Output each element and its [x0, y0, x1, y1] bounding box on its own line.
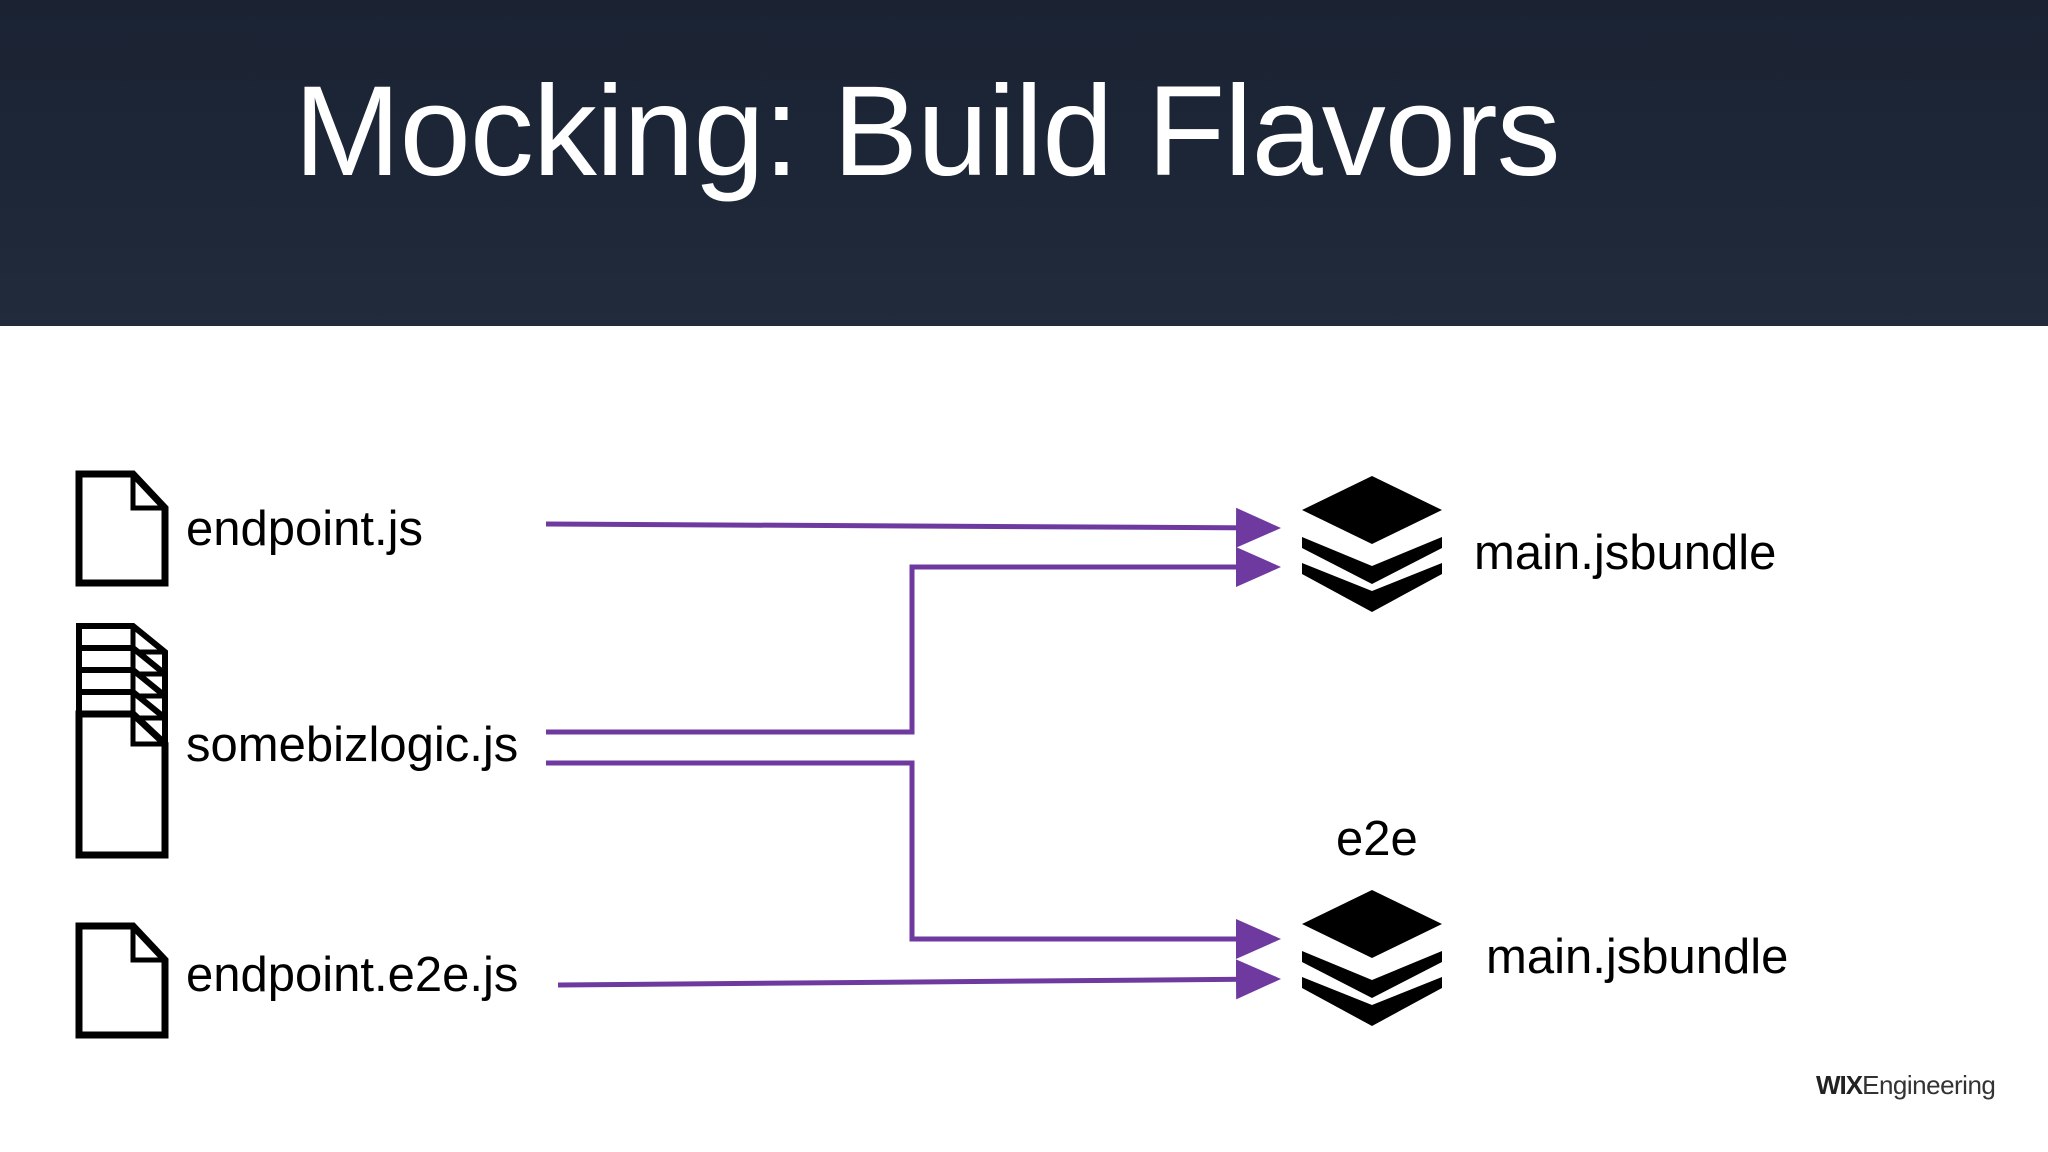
bundle-label-main: main.jsbundle	[1474, 526, 1777, 580]
source-label-endpoint-e2e: endpoint.e2e.js	[186, 948, 519, 1002]
layers-icon	[1302, 476, 1442, 612]
bundle-label-e2e-main: main.jsbundle	[1486, 930, 1789, 984]
file-icon	[75, 922, 169, 1039]
source-label-somebizlogic: somebizlogic.js	[186, 718, 519, 772]
bundle-flavor-label: e2e	[1336, 812, 1418, 866]
arrow-bizlogic-to-e2e-bundle	[546, 760, 1281, 959]
layers-icon	[1302, 890, 1442, 1026]
brand-logo-bold: WIX	[1816, 1070, 1863, 1100]
arrow-bizlogic-to-bundle	[546, 547, 1281, 735]
file-icon	[75, 470, 169, 587]
source-label-endpoint: endpoint.js	[186, 502, 424, 556]
stacked-files-icon	[75, 623, 169, 859]
page-title: Mocking: Build Flavors	[294, 60, 1561, 203]
brand-logo-rest: Engineering	[1862, 1070, 1996, 1100]
header-band: Mocking: Build Flavors	[0, 0, 2048, 326]
arrow-endpoint-to-bundle	[545, 507, 1281, 548]
brand-logo: WIXEngineering	[1816, 1070, 1996, 1101]
arrow-e2e-endpoint-to-e2e-bundle	[557, 959, 1281, 1000]
